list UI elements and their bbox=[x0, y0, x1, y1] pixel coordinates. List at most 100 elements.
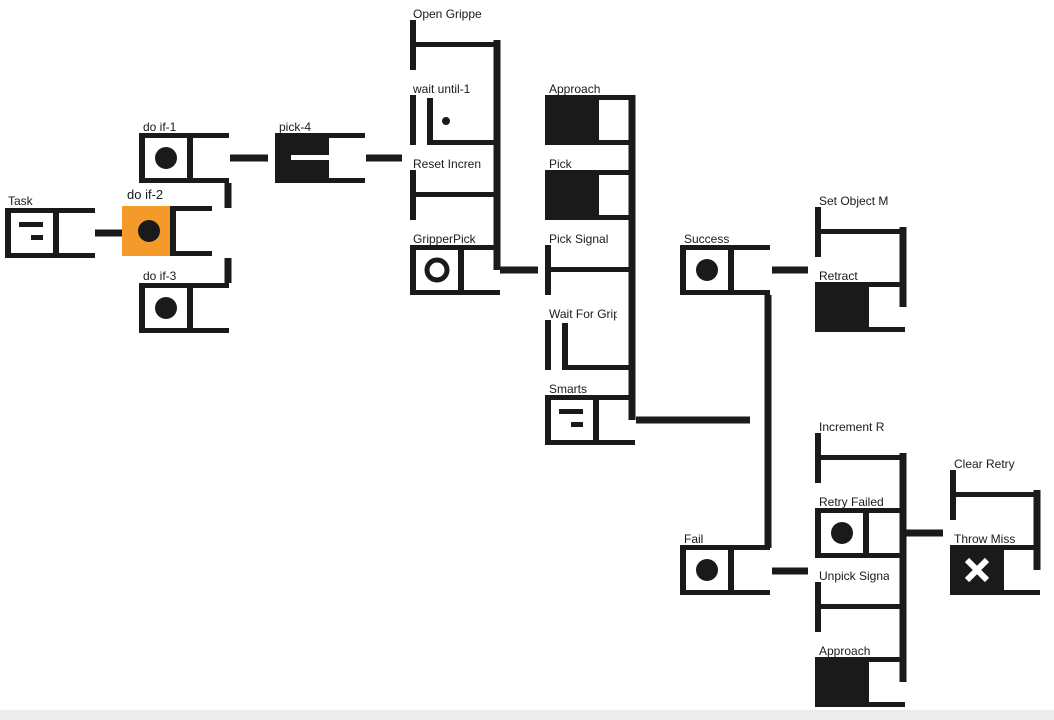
filled-block-icon bbox=[815, 657, 869, 707]
bracket-bar bbox=[815, 229, 905, 234]
node-bottom-bar bbox=[59, 253, 95, 258]
wait-post bbox=[545, 320, 551, 370]
node-top-bar bbox=[59, 208, 95, 213]
node-label-success: Success bbox=[684, 232, 730, 246]
node-fail[interactable] bbox=[680, 545, 770, 595]
node-inner bbox=[11, 213, 53, 253]
bracket-bar bbox=[410, 192, 500, 197]
node-divider bbox=[53, 208, 59, 258]
node-label-open-gripper: Open Grippe bbox=[413, 7, 482, 21]
lines-icon-top bbox=[19, 222, 43, 227]
x-icon bbox=[964, 557, 990, 583]
dot-icon bbox=[442, 117, 450, 125]
node-label-pick-signal: Pick Signal bbox=[549, 232, 609, 246]
node-gripper-pick[interactable] bbox=[410, 245, 500, 295]
wait-post-inner bbox=[562, 323, 568, 370]
dot-icon bbox=[138, 220, 160, 242]
node-label-throw-miss: Throw Miss bbox=[954, 532, 1016, 546]
node-retry-failed[interactable] bbox=[815, 508, 905, 558]
filled-block-icon bbox=[545, 170, 599, 220]
node-do-if-2[interactable] bbox=[122, 206, 212, 256]
connectors bbox=[95, 40, 1041, 682]
block-top-bar bbox=[599, 170, 635, 175]
node-success[interactable] bbox=[680, 245, 770, 295]
dot-icon bbox=[155, 147, 177, 169]
wait-post-inner bbox=[427, 98, 433, 145]
block-bottom-bar bbox=[599, 215, 635, 220]
node-bottom-bar bbox=[869, 553, 905, 558]
wait-bar bbox=[562, 365, 635, 370]
node-top-bar bbox=[599, 395, 635, 400]
node-label-do-if-1: do if-1 bbox=[143, 120, 177, 134]
node-bottom-bar bbox=[176, 251, 212, 256]
node-do-if-3[interactable] bbox=[139, 283, 229, 333]
node-task[interactable] bbox=[5, 208, 95, 258]
node-divider bbox=[458, 245, 464, 295]
node-divider bbox=[187, 133, 193, 183]
node-divider bbox=[170, 206, 176, 256]
node-label-do-if-2: do if-2 bbox=[127, 188, 164, 202]
node-divider bbox=[187, 283, 193, 333]
node-label-do-if-3: do if-3 bbox=[143, 269, 177, 283]
node-bottom-bar bbox=[464, 290, 500, 295]
node-label-smarts: Smarts bbox=[549, 382, 588, 396]
node-retract[interactable] bbox=[815, 282, 905, 332]
lines-icon-bottom bbox=[31, 235, 43, 240]
node-inner bbox=[416, 250, 458, 290]
block-bottom-bar bbox=[599, 140, 635, 145]
lines-icon-top bbox=[559, 409, 583, 414]
dot-icon bbox=[696, 559, 718, 581]
lines-icon-bottom bbox=[571, 422, 583, 427]
node-label-retry-failed: Retry Failed bbox=[819, 495, 884, 509]
node-label-fail: Fail bbox=[684, 532, 704, 546]
node-top-bar bbox=[176, 206, 212, 211]
node-label-task: Task bbox=[8, 194, 33, 208]
node-top-bar bbox=[869, 508, 905, 513]
node-pick[interactable] bbox=[545, 170, 635, 220]
node-top-bar bbox=[329, 133, 365, 138]
node-top-bar bbox=[1004, 545, 1040, 550]
wait-post bbox=[410, 95, 416, 145]
node-approach-1[interactable] bbox=[545, 95, 635, 145]
node-label-retract: Retract bbox=[819, 269, 858, 283]
node-label-approach-1: Approach bbox=[549, 82, 601, 96]
block-bottom-bar bbox=[869, 702, 905, 707]
node-throw-miss[interactable] bbox=[950, 545, 1040, 595]
node-smarts[interactable] bbox=[545, 395, 635, 445]
node-increment-retry[interactable] bbox=[815, 433, 905, 483]
node-wait-for-gripper[interactable] bbox=[545, 320, 635, 370]
node-wait-until-1[interactable] bbox=[410, 95, 500, 145]
node-bottom-bar bbox=[329, 178, 365, 183]
node-bottom-bar bbox=[1004, 590, 1040, 595]
nodes bbox=[5, 20, 1040, 707]
node-label-approach-2: Approach bbox=[819, 644, 871, 658]
node-inner bbox=[551, 400, 593, 440]
node-top-bar bbox=[734, 545, 770, 550]
node-label-clear-retry: Clear Retry bbox=[954, 457, 1015, 471]
block-bottom-bar bbox=[869, 327, 905, 332]
node-top-bar bbox=[464, 245, 500, 250]
dot-icon bbox=[696, 259, 718, 281]
node-divider bbox=[593, 395, 599, 445]
node-label-reset-increment: Reset Incren bbox=[413, 157, 482, 171]
node-label-unpick-signal: Unpick Signa bbox=[819, 569, 889, 583]
node-approach-2[interactable] bbox=[815, 657, 905, 707]
node-bottom-bar bbox=[734, 590, 770, 595]
wait-bar bbox=[427, 140, 500, 145]
node-set-object[interactable] bbox=[815, 207, 905, 257]
footer-bar bbox=[0, 710, 1054, 720]
ring-icon bbox=[424, 257, 450, 283]
node-pick-signal[interactable] bbox=[545, 245, 635, 295]
node-top-bar bbox=[193, 133, 229, 138]
node-bottom-bar bbox=[193, 178, 229, 183]
node-label-set-object: Set Object M bbox=[819, 194, 889, 208]
bracket-bar bbox=[545, 267, 635, 272]
node-pick-4[interactable] bbox=[275, 133, 365, 183]
node-label-pick: Pick bbox=[549, 157, 572, 171]
node-clear-retry[interactable] bbox=[950, 470, 1040, 520]
node-do-if-1[interactable] bbox=[139, 133, 229, 183]
node-open-gripper[interactable] bbox=[410, 20, 500, 70]
slot-icon bbox=[291, 155, 329, 160]
node-unpick-signal[interactable] bbox=[815, 582, 905, 632]
node-reset-increment[interactable] bbox=[410, 170, 500, 220]
